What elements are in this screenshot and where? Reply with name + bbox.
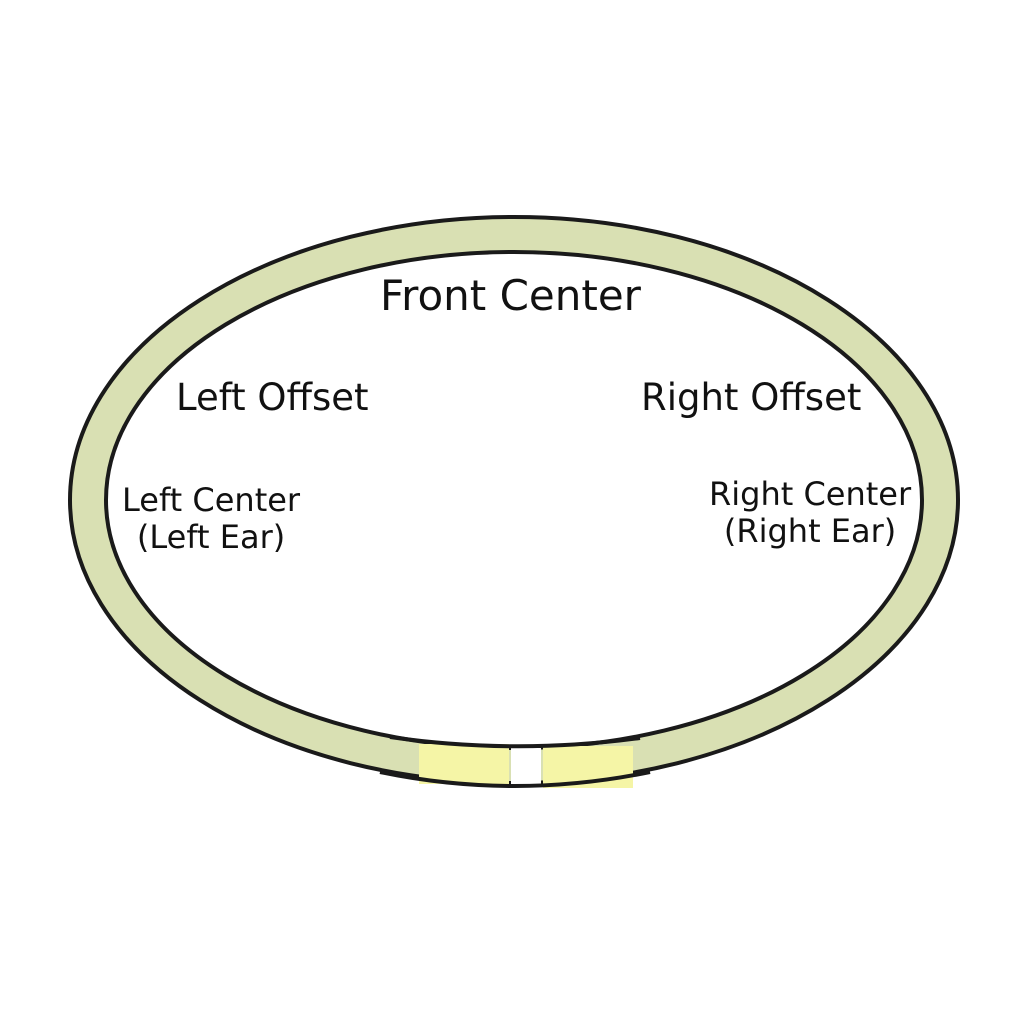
left-ear-label: (Left Ear) (136, 517, 286, 556)
right-center-label-group: Right Center (Right Ear) (709, 476, 911, 550)
right-center-label: Right Center (709, 475, 912, 513)
inner-band-outline-bottom (389, 735, 641, 749)
left-center-label: Left Center (122, 481, 301, 519)
outer-band-outline-bottom (379, 770, 651, 788)
clasp-gap (511, 748, 541, 790)
right-offset-label: Right Offset (641, 376, 862, 419)
right-ear-label: (Right Ear) (723, 511, 897, 550)
left-clasp-block (419, 744, 509, 784)
front-center-label: Front Center (380, 271, 641, 320)
left-center-label-group: Left Center (Left Ear) (122, 482, 300, 556)
left-offset-label: Left Offset (176, 376, 369, 419)
